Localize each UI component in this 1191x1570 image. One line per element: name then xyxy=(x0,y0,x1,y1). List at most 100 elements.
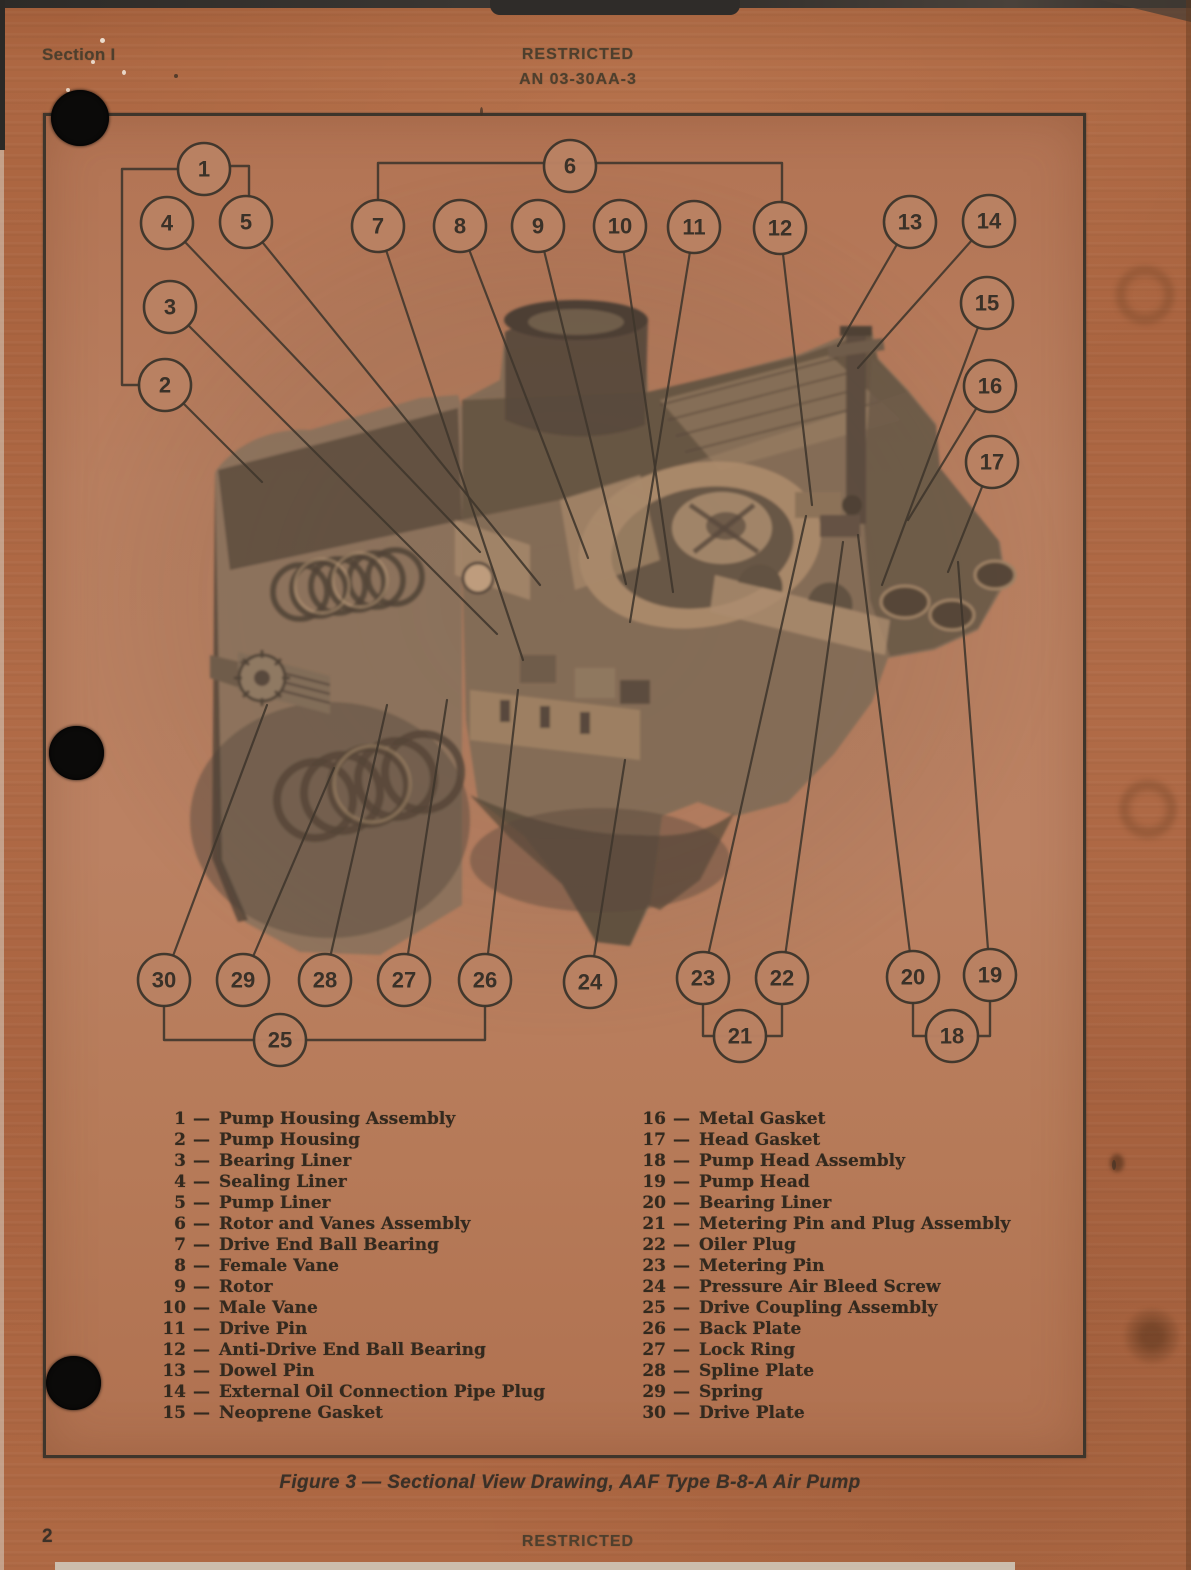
punch-hole-top xyxy=(51,90,109,146)
part-row: 30—Drive Plate xyxy=(636,1403,1010,1424)
part-name: External Oil Connection Pipe Plug xyxy=(219,1382,546,1402)
part-row: 20—Bearing Liner xyxy=(636,1193,1010,1214)
part-number: 18 xyxy=(642,1151,666,1171)
part-name: Metering Pin and Plug Assembly xyxy=(699,1214,1011,1234)
part-number: 19 xyxy=(642,1172,666,1192)
part-row: 9—Rotor xyxy=(158,1277,545,1298)
part-row: 25—Drive Coupling Assembly xyxy=(636,1298,1010,1319)
part-name: Sealing Liner xyxy=(219,1172,347,1192)
part-row: 3 — Bearing Liner xyxy=(158,1151,545,1172)
part-name: Oiler Plug xyxy=(699,1235,796,1255)
part-row: 18—Pump Head Assembly xyxy=(636,1151,1010,1172)
punch-hole-bottom xyxy=(46,1356,101,1410)
part-name: Anti-Drive End Ball Bearing xyxy=(219,1340,486,1360)
part-row: 7—Drive End Ball Bearing xyxy=(158,1235,545,1256)
part-row: 5 — Pump Liner xyxy=(158,1193,545,1214)
scan-edge-top xyxy=(0,0,1191,8)
part-row: 13—Dowel Pin xyxy=(158,1361,545,1382)
part-number: 11 xyxy=(162,1319,186,1339)
part-number: 10 xyxy=(162,1298,186,1318)
part-row: 29—Spring xyxy=(636,1382,1010,1403)
part-row: 14—External Oil Connection Pipe Plug xyxy=(158,1382,545,1403)
part-separator: — xyxy=(673,1340,690,1360)
part-separator: — xyxy=(193,1256,210,1276)
part-row: 2—Pump Housing xyxy=(158,1130,545,1151)
part-separator: — xyxy=(193,1193,210,1213)
part-name: Spring xyxy=(699,1382,763,1402)
scan-edge-top-blob xyxy=(490,0,740,15)
part-separator: — xyxy=(193,1130,210,1150)
punch-hole-middle xyxy=(49,726,104,780)
part-name: Spline Plate xyxy=(699,1361,815,1381)
part-row: 15—Neoprene Gasket xyxy=(158,1403,545,1424)
paper-speck xyxy=(100,38,105,43)
part-number: 3 xyxy=(174,1151,186,1171)
scan-edge-right xyxy=(1186,0,1191,1570)
part-name: Drive Coupling Assembly xyxy=(699,1298,938,1318)
part-name: Drive Plate xyxy=(699,1403,805,1423)
part-row: 4—Sealing Liner xyxy=(158,1172,545,1193)
part-separator: — xyxy=(193,1151,210,1171)
part-name: Head Gasket xyxy=(699,1130,821,1150)
part-number: 5 xyxy=(174,1193,186,1213)
part-row: 28—Spline Plate xyxy=(636,1361,1010,1382)
part-number: 9 xyxy=(174,1277,186,1297)
part-separator: — xyxy=(673,1193,690,1213)
part-number: 6 xyxy=(174,1214,186,1234)
stain-right-bottom xyxy=(1124,1308,1180,1364)
part-number: 2 xyxy=(174,1130,186,1150)
figure-caption: Figure 3 — Sectional View Drawing, AAF T… xyxy=(279,1472,861,1493)
part-row: 26—Back Plate xyxy=(636,1319,1010,1340)
part-row: 21—Metering Pin and Plug Assembly xyxy=(636,1214,1010,1235)
part-number: 24 xyxy=(642,1277,666,1297)
scan-edge-top-right-wedge xyxy=(1100,0,1191,22)
part-row: 19 — Pump Head xyxy=(636,1172,1010,1193)
part-number: 28 xyxy=(642,1361,666,1381)
stain-right-middle xyxy=(1118,778,1178,840)
scan-edge-left-dark xyxy=(0,0,5,150)
part-number: 1 xyxy=(174,1109,186,1129)
part-row: 27 — Lock Ring xyxy=(636,1340,1010,1361)
part-number: 12 xyxy=(162,1340,186,1360)
part-separator: — xyxy=(193,1214,210,1234)
part-number: 29 xyxy=(642,1382,666,1402)
part-row: 22—Oiler Plug xyxy=(636,1235,1010,1256)
part-name: Drive Pin xyxy=(219,1319,308,1339)
part-name: Dowel Pin xyxy=(219,1361,315,1381)
part-row: 23—Metering Pin xyxy=(636,1256,1010,1277)
part-name: Pump Liner xyxy=(219,1193,331,1213)
part-separator: — xyxy=(673,1172,690,1192)
part-row: 8—Female Vane xyxy=(158,1256,545,1277)
part-name: Rotor and Vanes Assembly xyxy=(219,1214,471,1234)
part-row: 6 — Rotor and Vanes Assembly xyxy=(158,1214,545,1235)
part-separator: — xyxy=(193,1277,210,1297)
part-number: 7 xyxy=(174,1235,186,1255)
stain-small-mark xyxy=(1110,1154,1124,1172)
part-separator: — xyxy=(193,1382,210,1402)
part-number: 23 xyxy=(642,1256,666,1276)
part-row: 17 — Head Gasket xyxy=(636,1130,1010,1151)
part-separator: — xyxy=(673,1298,690,1318)
part-number: 16 xyxy=(642,1109,666,1129)
classification-header: RESTRICTED xyxy=(521,46,635,63)
part-separator: — xyxy=(193,1361,210,1381)
part-row: 12—Anti-Drive End Ball Bearing xyxy=(158,1340,545,1361)
part-separator: — xyxy=(673,1403,690,1423)
part-number: 17 xyxy=(642,1130,666,1150)
part-number: 22 xyxy=(642,1235,666,1255)
part-number: 8 xyxy=(174,1256,186,1276)
part-separator: — xyxy=(193,1298,210,1318)
part-number: 27 xyxy=(642,1340,666,1360)
part-name: Bearing Liner xyxy=(219,1151,352,1171)
part-name: Pump Head xyxy=(699,1172,810,1192)
part-name: Back Plate xyxy=(699,1319,802,1339)
part-name: Lock Ring xyxy=(699,1340,796,1360)
part-separator: — xyxy=(193,1403,210,1423)
part-separator: — xyxy=(673,1256,690,1276)
part-name: Pump Head Assembly xyxy=(699,1151,905,1171)
part-name: Drive End Ball Bearing xyxy=(219,1235,439,1255)
part-separator: — xyxy=(673,1130,690,1150)
part-separator: — xyxy=(673,1214,690,1234)
section-label: Section I xyxy=(42,45,116,64)
